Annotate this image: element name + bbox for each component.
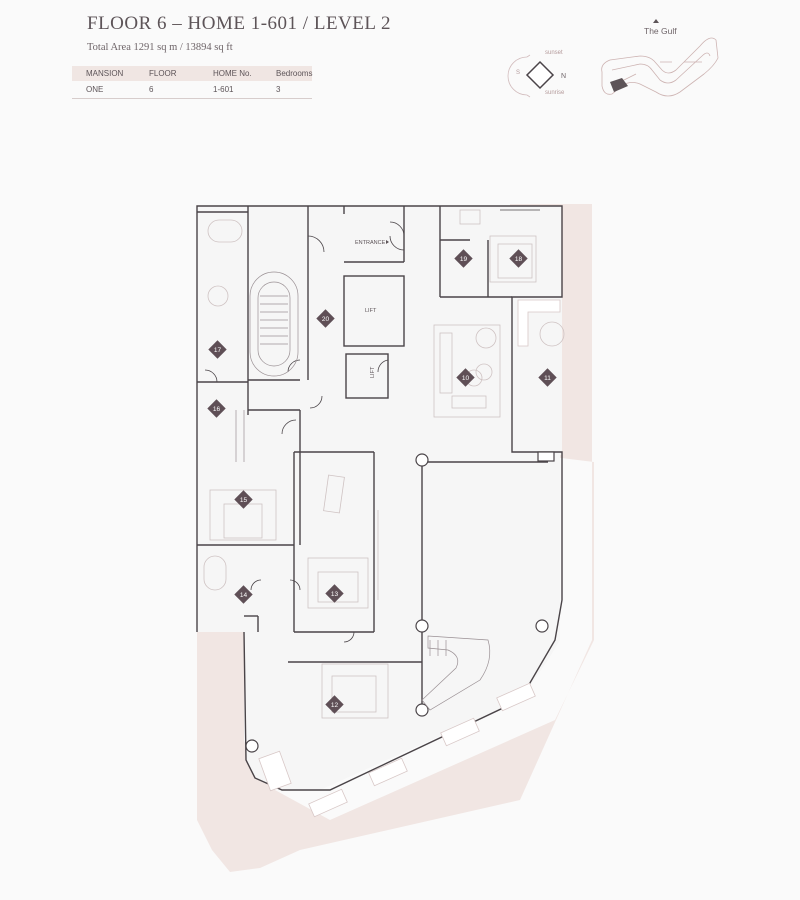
svg-text:11: 11 bbox=[544, 375, 551, 382]
lift-label-2: LIFT bbox=[370, 366, 376, 378]
info-table-header: MANSION FLOOR HOME No. Bedrooms bbox=[72, 66, 313, 81]
compass-south: S bbox=[516, 70, 521, 76]
header-bedrooms: Bedrooms bbox=[262, 66, 313, 81]
sun-loungers bbox=[258, 299, 561, 818]
room-marker-18: 18 bbox=[509, 249, 528, 268]
doors bbox=[204, 209, 540, 643]
svg-text:19: 19 bbox=[460, 256, 468, 263]
room-marker-17: 17 bbox=[208, 340, 227, 359]
cell-mansion: ONE bbox=[72, 81, 135, 99]
columns bbox=[245, 451, 555, 753]
header-floor: FLOOR bbox=[135, 66, 199, 81]
compass-sunrise: sunrise bbox=[545, 90, 565, 96]
cell-bedrooms: 3 bbox=[262, 81, 313, 99]
entrance-arrow-icon bbox=[386, 240, 389, 244]
stair-core bbox=[235, 271, 491, 711]
svg-text:13: 13 bbox=[331, 591, 339, 598]
svg-text:10: 10 bbox=[462, 375, 470, 382]
svg-text:18: 18 bbox=[515, 256, 523, 263]
compass-icon: N bbox=[507, 54, 566, 98]
room-marker-13: 13 bbox=[325, 584, 344, 603]
total-area: Total Area 1291 sq m / 13894 sq ft bbox=[87, 42, 233, 53]
svg-text:14: 14 bbox=[240, 592, 248, 599]
room-marker-20: 20 bbox=[316, 309, 335, 328]
header-home-no: HOME No. bbox=[199, 66, 262, 81]
header-mansion: MANSION bbox=[72, 66, 135, 81]
compass-north: N bbox=[561, 73, 566, 80]
keyplan-icon bbox=[601, 19, 719, 97]
lift-label: LIFT bbox=[365, 308, 377, 314]
svg-text:15: 15 bbox=[240, 497, 248, 504]
room-marker-14: 14 bbox=[234, 585, 253, 604]
svg-text:16: 16 bbox=[213, 406, 221, 413]
room-marker-11: 11 bbox=[538, 368, 557, 387]
cell-floor: 6 bbox=[135, 81, 199, 99]
cell-home-no: 1-601 bbox=[199, 81, 262, 99]
svg-text:12: 12 bbox=[331, 702, 339, 709]
page-title: FLOOR 6 – HOME 1-601 / LEVEL 2 bbox=[87, 13, 392, 34]
furniture bbox=[203, 209, 565, 719]
compass-sunset: sunset bbox=[545, 50, 563, 56]
room-markers: 10 11 12 13 14 15 16 17 bbox=[207, 249, 557, 714]
table-row: ONE 6 1-601 3 bbox=[72, 81, 313, 99]
room-marker-15: 15 bbox=[234, 490, 253, 509]
room-marker-19: 19 bbox=[454, 249, 473, 268]
svg-text:17: 17 bbox=[214, 347, 222, 354]
entrance-label: ENTRANCE bbox=[355, 240, 386, 246]
info-table: MANSION FLOOR HOME No. Bedrooms ONE 6 1-… bbox=[72, 66, 313, 99]
room-marker-10: 10 bbox=[456, 368, 475, 387]
walls bbox=[196, 205, 563, 791]
interior bbox=[197, 206, 562, 790]
room-marker-16: 16 bbox=[207, 399, 226, 418]
room-marker-12: 12 bbox=[325, 695, 344, 714]
keyplan-label: The Gulf bbox=[644, 26, 677, 36]
svg-text:20: 20 bbox=[322, 316, 330, 323]
